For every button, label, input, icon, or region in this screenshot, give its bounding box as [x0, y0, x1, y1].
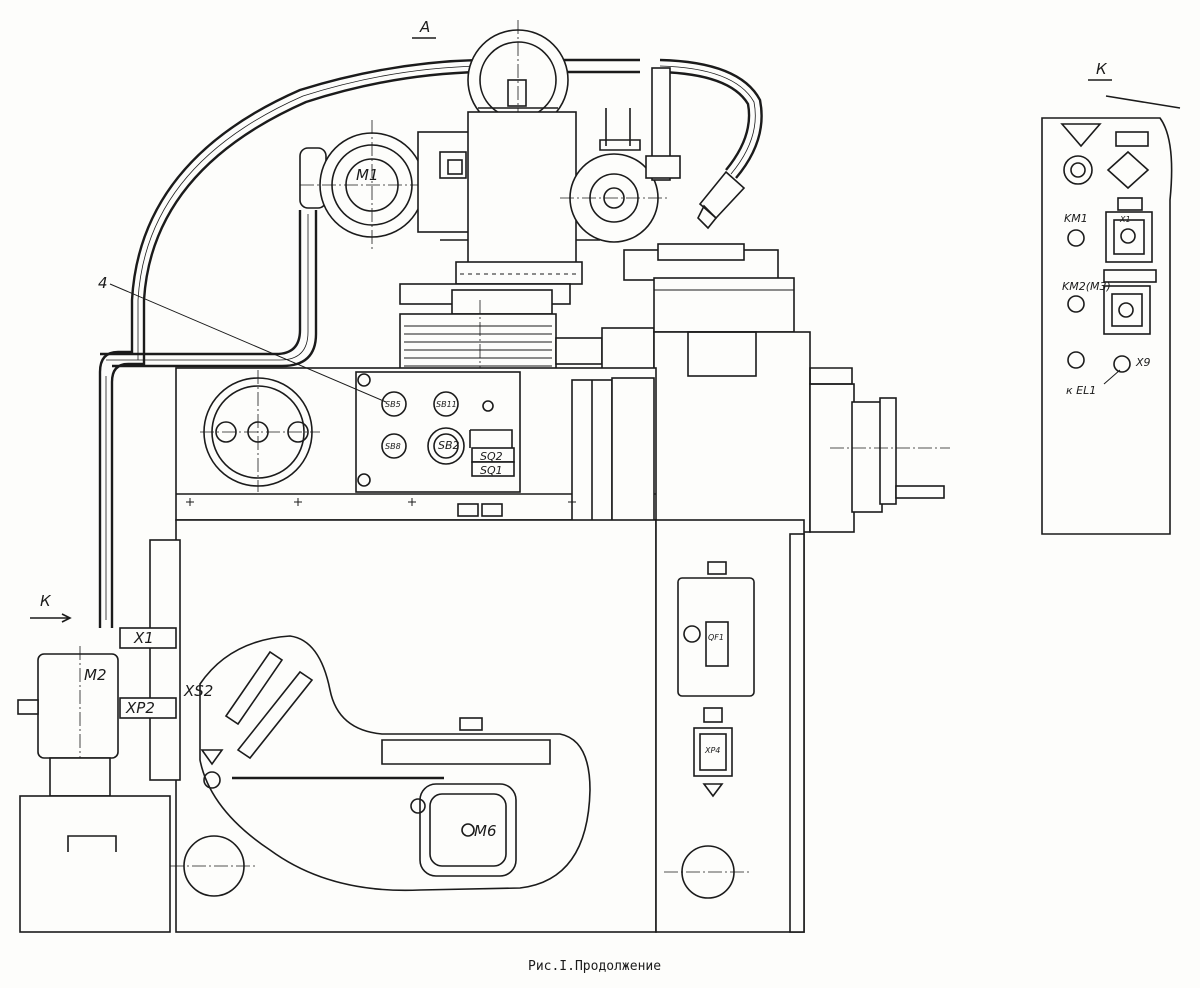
switch-sb2: SB2	[438, 439, 460, 452]
switch-sb11: SB11	[436, 400, 457, 409]
machine-bed: SB5 SB11 SB8 SB2 SQ2 SQ1	[175, 367, 657, 529]
figure-caption: Рис.I.Продолжение	[528, 959, 661, 974]
headstock	[809, 367, 950, 533]
leader-4: 4	[98, 274, 387, 403]
view-a-label: А	[419, 18, 430, 36]
view-k-title: К	[1096, 60, 1108, 78]
left-side-assembly: X1 XP2 XS2 M2 К	[17, 539, 213, 933]
view-a-marker: А	[412, 18, 436, 39]
motor-m1-label: M1	[356, 166, 379, 184]
contactor-km2: KM2(M3)	[1062, 280, 1111, 293]
switch-sq1: SQ1	[480, 464, 503, 477]
leader-number: 4	[98, 274, 108, 292]
wheel-head	[399, 20, 681, 389]
switch-sb8: SB8	[385, 442, 401, 451]
connector-x1-small: X1	[1119, 215, 1131, 224]
connector-x1: X1	[133, 629, 154, 647]
motor-m1: M1	[299, 120, 471, 250]
motor-m6-label: M6	[474, 822, 497, 840]
connector-xp2: XP2	[125, 699, 155, 717]
switch-sq2: SQ2	[480, 450, 503, 463]
contactor-km1: KM1	[1064, 212, 1088, 225]
connector-xp4: XP4	[704, 746, 720, 755]
view-k-detail: К X1 KM1 KM2(M3) X9 к EL1	[1041, 60, 1181, 535]
connector-x9: X9	[1135, 356, 1151, 369]
cutaway-m6: M6	[199, 635, 591, 892]
motor-m2-label: M2	[84, 666, 107, 684]
view-k-arrow-label: К	[40, 592, 52, 610]
to-el1-label: к EL1	[1066, 384, 1096, 397]
table-slide	[623, 243, 811, 533]
switch-sb5: SB5	[385, 400, 401, 409]
flexible-conduit	[98, 58, 763, 628]
switch-qf1: QF1	[708, 633, 724, 642]
connector-xs2: XS2	[183, 682, 213, 700]
